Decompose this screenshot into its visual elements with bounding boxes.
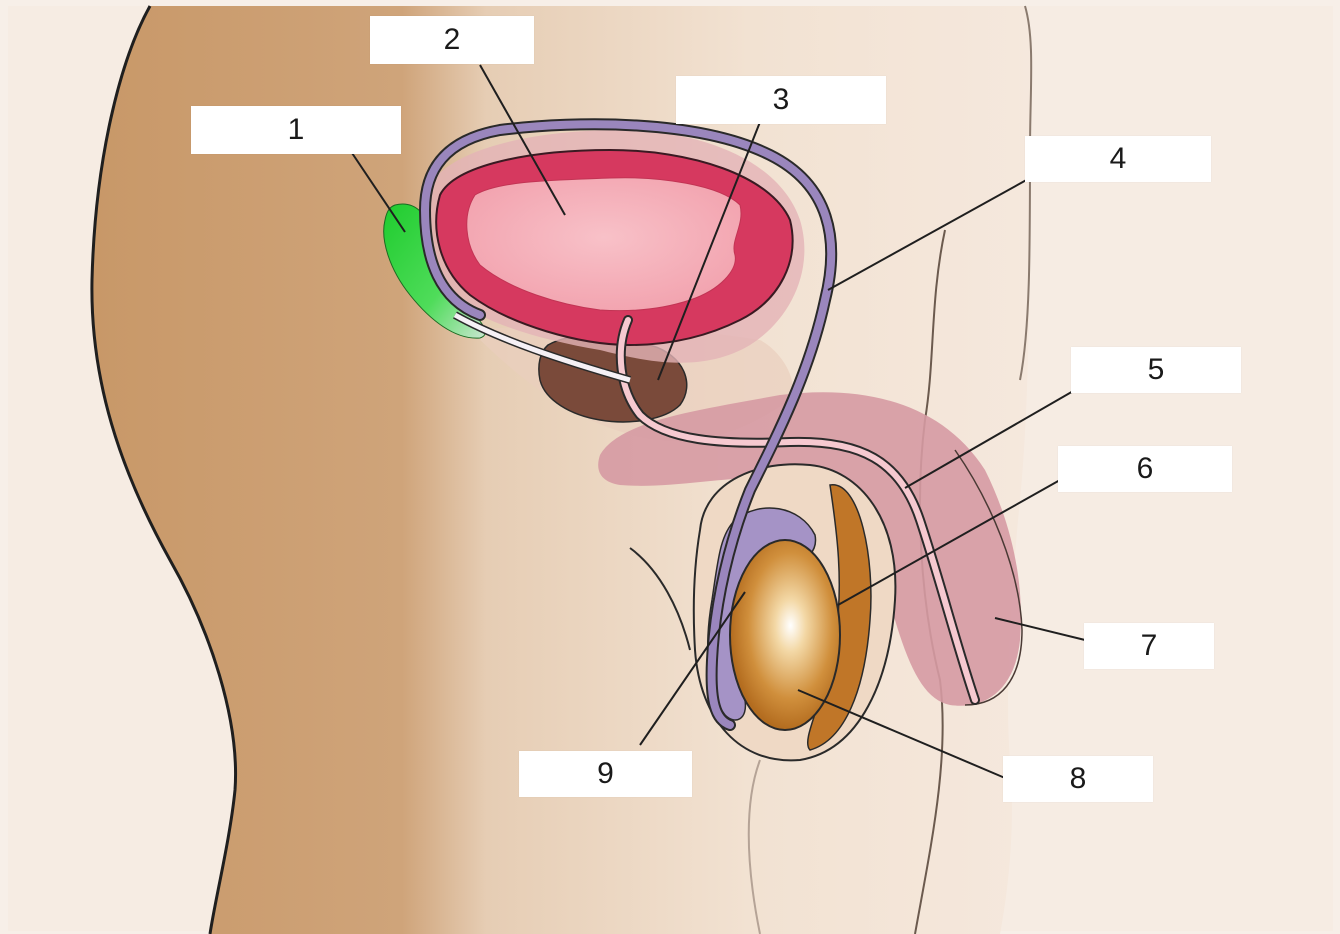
- label-box-6[interactable]: 6: [1058, 446, 1232, 492]
- label-text-1: 1: [288, 113, 305, 147]
- label-text-2: 2: [444, 23, 461, 57]
- label-text-9: 9: [597, 757, 614, 791]
- label-text-5: 5: [1148, 353, 1165, 387]
- label-box-3[interactable]: 3: [676, 76, 886, 124]
- label-text-6: 6: [1137, 452, 1154, 486]
- label-box-9[interactable]: 9: [519, 751, 692, 797]
- label-box-1[interactable]: 1: [191, 106, 401, 154]
- label-text-4: 4: [1110, 142, 1127, 176]
- label-text-7: 7: [1141, 629, 1158, 663]
- label-text-8: 8: [1070, 762, 1087, 796]
- label-box-2[interactable]: 2: [370, 16, 534, 64]
- label-text-3: 3: [773, 83, 790, 117]
- label-box-7[interactable]: 7: [1084, 623, 1214, 669]
- label-box-4[interactable]: 4: [1025, 136, 1211, 182]
- label-box-8[interactable]: 8: [1003, 756, 1153, 802]
- label-box-5[interactable]: 5: [1071, 347, 1241, 393]
